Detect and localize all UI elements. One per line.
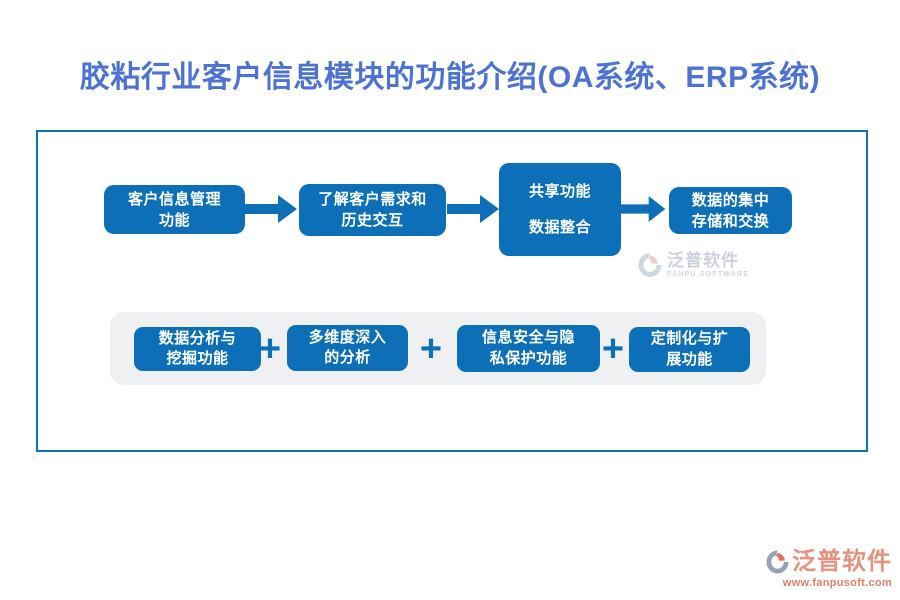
box-label-line: 客户信息管理 (127, 190, 221, 208)
box-label-line: 功能 (158, 211, 190, 229)
box-label-line: 存储和交换 (691, 212, 770, 230)
box-label-line: 历史交互 (341, 212, 404, 229)
arrow-right-icon (447, 195, 499, 223)
footer-logo: 泛普软件 www.fanpusoft.com (766, 548, 892, 589)
watermark-logo: 泛普软件 FANPU SOFTWARE (638, 251, 750, 278)
arrow-right-icon (621, 196, 666, 222)
page-title: 胶粘行业客户信息模块的功能介绍(OA系统、ERP系统) (79, 61, 821, 94)
arrow-right-icon (245, 195, 297, 223)
flow-box-sharing-data-integration: 共享功能 数据整合 (499, 163, 621, 256)
watermark-subtitle: FANPU SOFTWARE (667, 270, 750, 278)
flow-box-centralized-storage-exchange: 数据的集中 存储和交换 (669, 187, 792, 234)
feature-box-customization-extension: 定制化与扩 展功能 (629, 327, 750, 372)
plus-icon: + (258, 328, 282, 370)
diagram-frame: 客户信息管理 功能 了解客户需求和 历史交互 共享功能 数据整合 数据的集中 存… (36, 130, 868, 452)
box-label-line: 了解客户需求和 (318, 191, 427, 208)
feature-box-info-security-privacy: 信息安全与隐 私保护功能 (457, 325, 600, 372)
plus-icon: + (419, 328, 443, 370)
flow-box-customer-needs-history: 了解客户需求和 历史交互 (299, 184, 446, 236)
box-label-line: 私保护功能 (489, 349, 568, 367)
box-label-line: 共享功能 (528, 182, 591, 200)
fanpu-swirl-icon (638, 253, 662, 277)
box-label-line: 展功能 (666, 350, 713, 368)
fanpu-swirl-icon (766, 550, 789, 574)
flow-box-customer-info-management: 客户信息管理 功能 (104, 185, 245, 234)
plus-icon: + (601, 328, 625, 370)
watermark-brand: 泛普软件 (667, 251, 739, 270)
box-label-line: 数据整合 (528, 219, 591, 237)
box-label-line: 数据的集中 (691, 191, 770, 209)
box-label-line: 信息安全与隐 (481, 329, 575, 347)
box-label-line: 多维度深入 (308, 328, 387, 346)
feature-box-data-analysis-mining: 数据分析与 挖掘功能 (134, 327, 261, 371)
feature-box-multidimensional-analysis: 多维度深入 的分析 (287, 325, 408, 371)
footer-url: www.fanpusoft.com (782, 577, 892, 589)
box-label-line: 的分析 (324, 349, 371, 366)
box-label-line: 挖掘功能 (166, 350, 229, 367)
box-label-line: 数据分析与 (158, 329, 237, 347)
box-label-line: 定制化与扩 (650, 330, 729, 348)
footer-brand: 泛普软件 (792, 548, 892, 576)
